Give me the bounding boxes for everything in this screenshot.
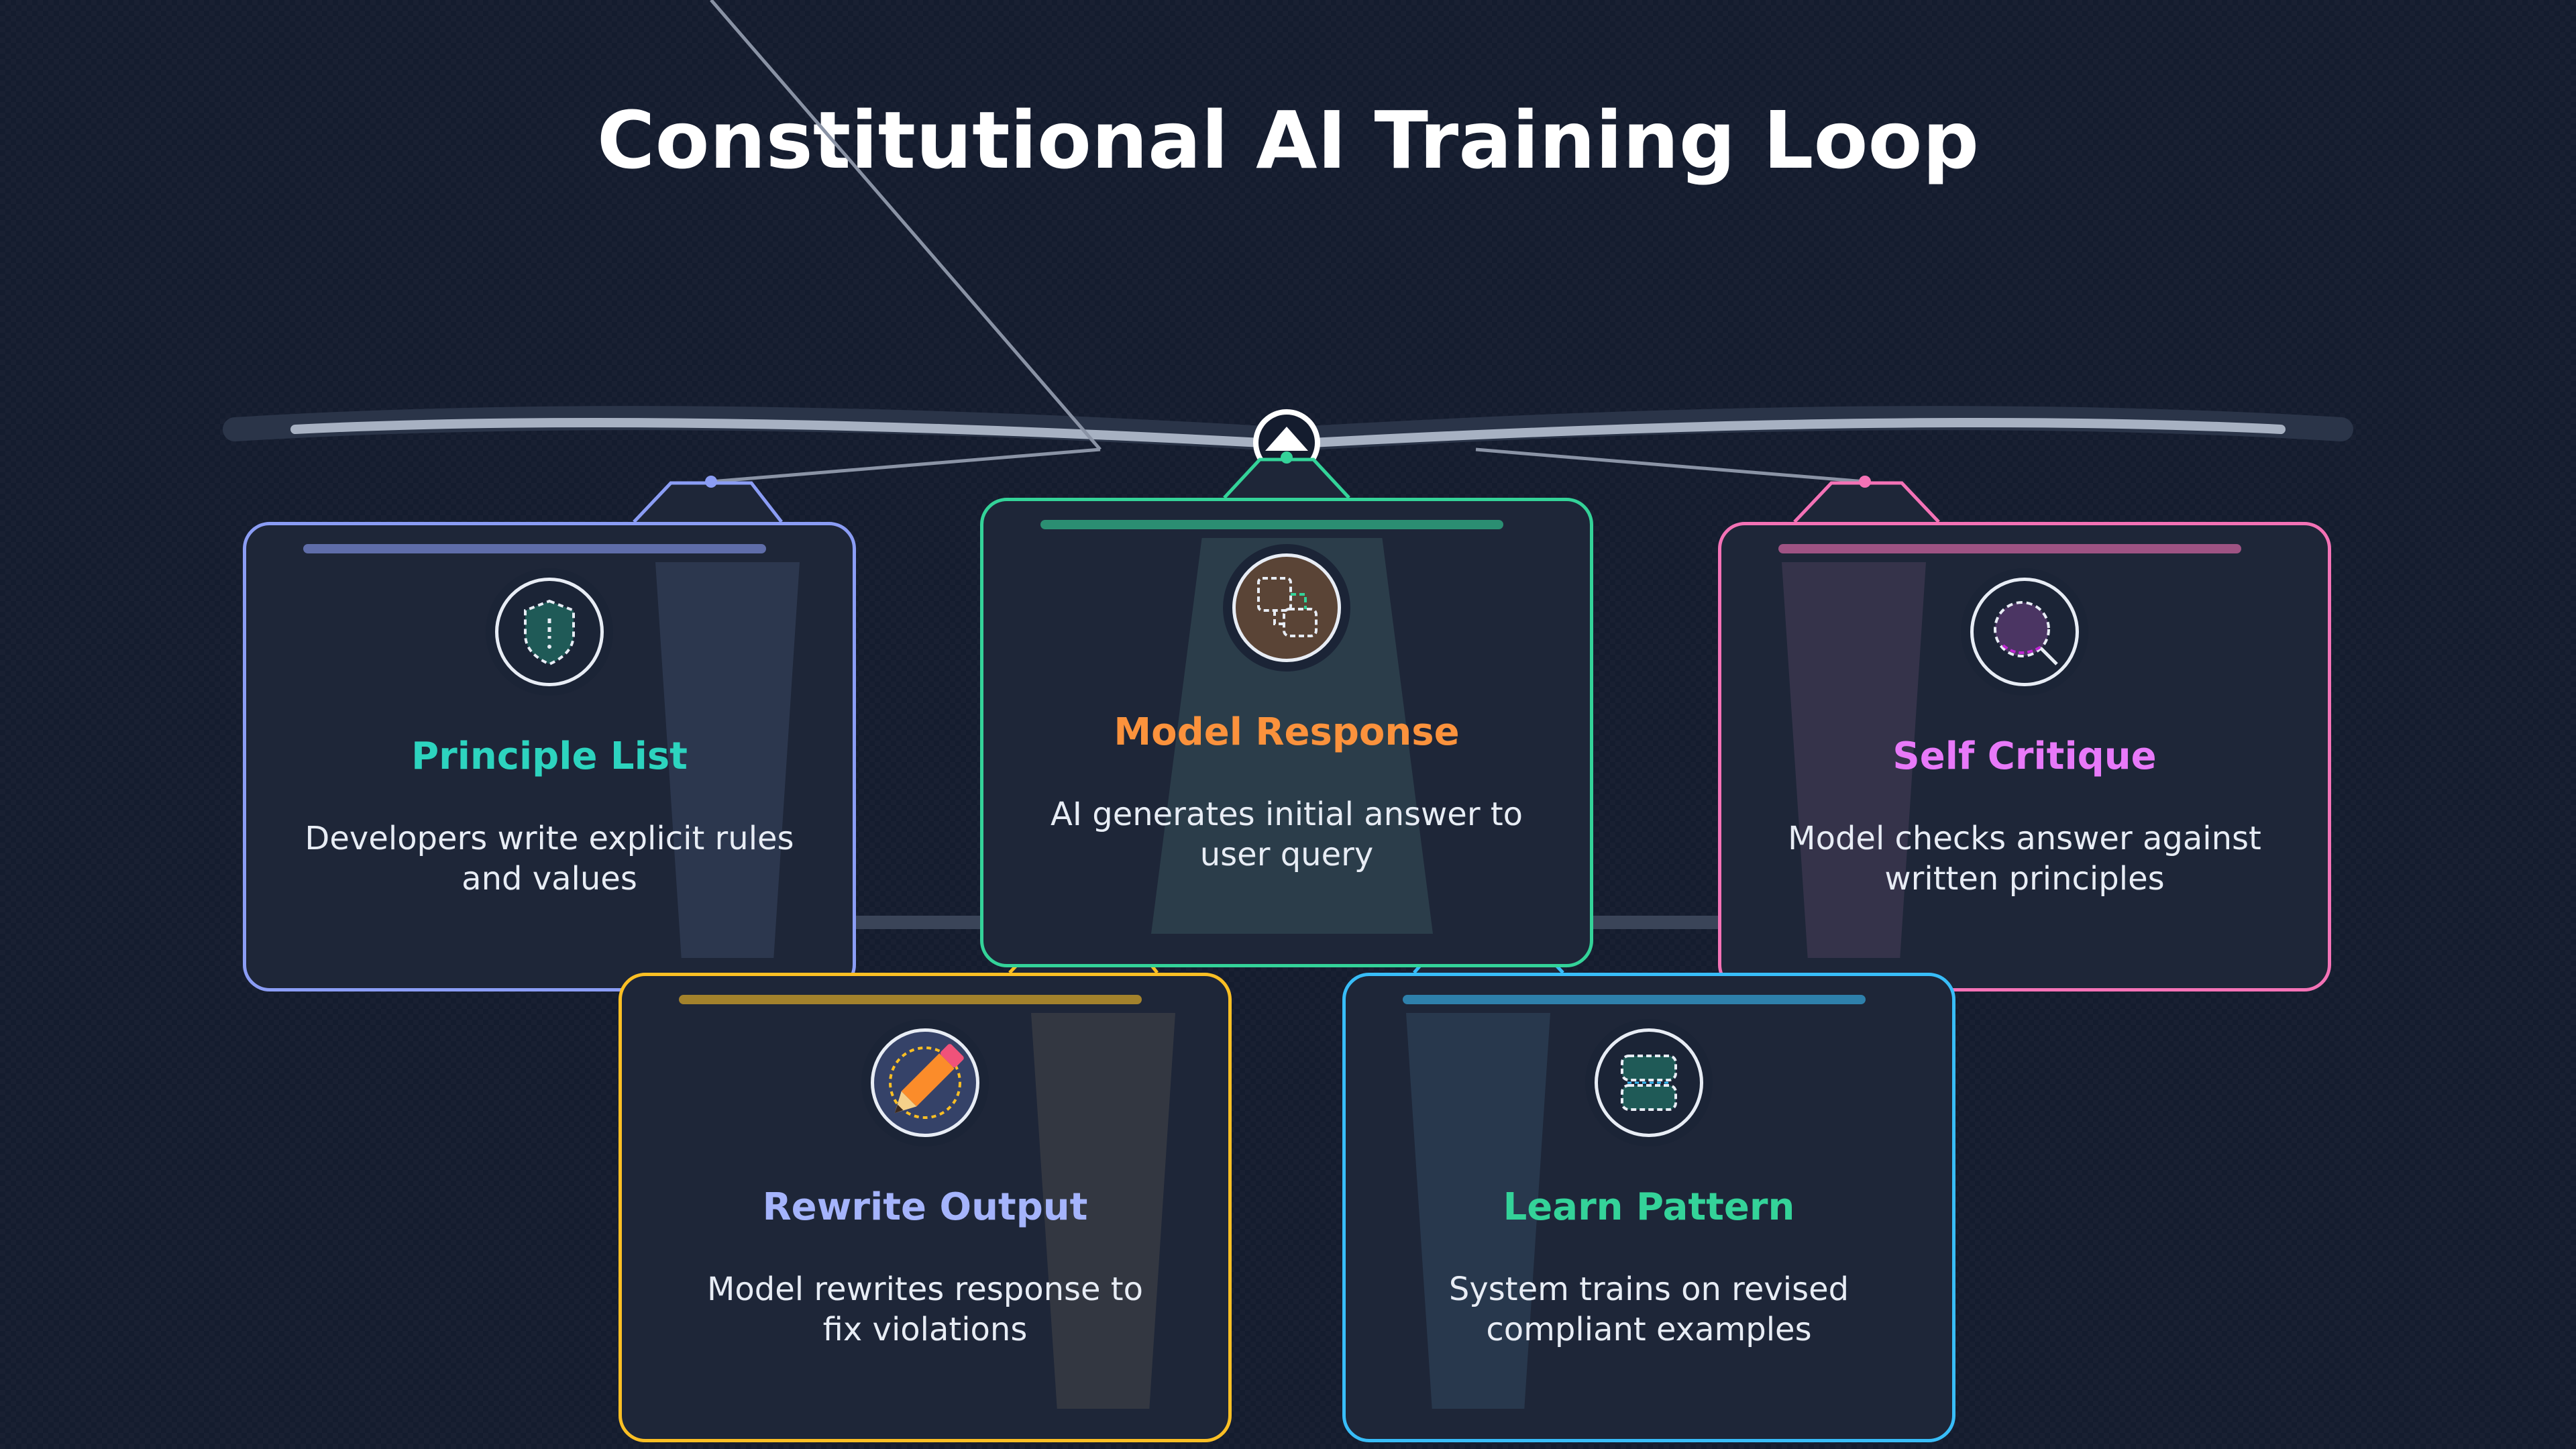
- step-title: Principle List: [411, 735, 688, 778]
- light-beam: [1031, 1013, 1175, 1409]
- step-description: System trains on revised compliant examp…: [1448, 1271, 1849, 1348]
- icon-badge: [486, 568, 613, 696]
- shield-icon: [524, 599, 575, 666]
- pencil-icon: [889, 1044, 964, 1119]
- card-top-bar: [303, 544, 766, 553]
- page-title: Constitutional AI Training Loop: [596, 94, 1980, 186]
- icon-badge: [1223, 544, 1350, 672]
- step-card-learn-pattern[interactable]: Learn Pattern System trains on revised c…: [1342, 973, 1955, 1442]
- step-card-model-response[interactable]: Model Response AI generates initial answ…: [980, 498, 1593, 967]
- icon-badge: [861, 1019, 989, 1146]
- card-top-bar: [679, 995, 1142, 1004]
- step-card-principle-list[interactable]: Principle List Developers write explicit…: [243, 522, 856, 991]
- icon-badge: [1585, 1019, 1713, 1146]
- card-top-bar: [1778, 544, 2241, 553]
- light-beam: [1782, 562, 1926, 958]
- step-description: Model rewrites response to fix violation…: [707, 1271, 1143, 1348]
- puzzle-pieces-icon: [1257, 577, 1318, 637]
- wire-left: [710, 0, 1102, 451]
- light-beam: [1406, 1013, 1550, 1409]
- magnifier-icon: [1994, 601, 2058, 665]
- step-title: Rewrite Output: [762, 1185, 1088, 1229]
- step-title: Model Response: [1114, 710, 1460, 754]
- step-description: Model checks answer against written prin…: [1788, 820, 2261, 898]
- step-title: Self Critique: [1892, 735, 2157, 778]
- step-card-self-critique[interactable]: Self Critique Model checks answer agains…: [1718, 522, 2331, 991]
- step-title: Learn Pattern: [1503, 1185, 1795, 1229]
- light-beam: [655, 562, 800, 958]
- step-description: Developers write explicit rules and valu…: [305, 820, 794, 898]
- card-top-bar: [1040, 520, 1503, 529]
- step-description: AI generates initial answer to user quer…: [1050, 796, 1523, 873]
- card-top-bar: [1403, 995, 1866, 1004]
- step-card-rewrite-output[interactable]: Rewrite Output Model rewrites response t…: [619, 973, 1232, 1442]
- icon-badge: [1961, 568, 2088, 696]
- database-icon: [1621, 1055, 1677, 1111]
